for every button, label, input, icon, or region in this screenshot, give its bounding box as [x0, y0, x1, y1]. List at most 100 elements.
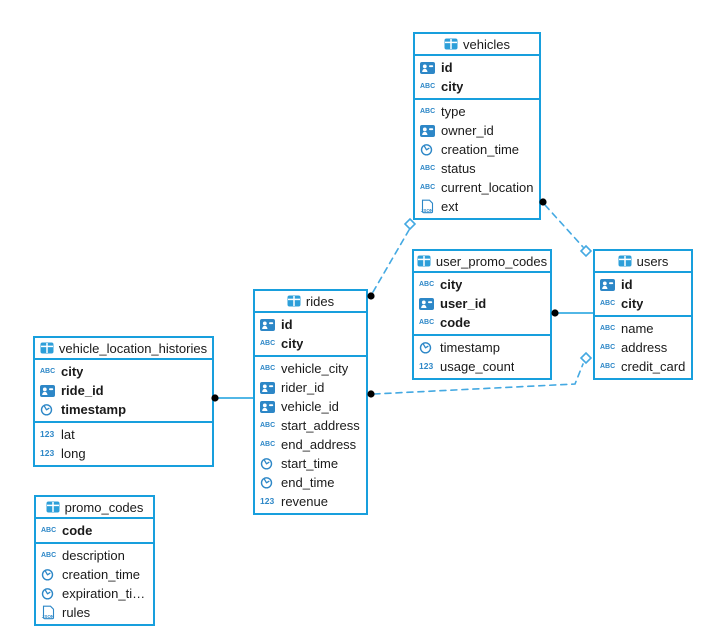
field-row-city: ABC city [414, 275, 550, 294]
text-icon: ABC [260, 441, 276, 448]
field-name: id [621, 277, 633, 292]
table-title: promo_codes [64, 499, 144, 515]
table-header[interactable]: user_promo_codes [414, 251, 550, 273]
field-row-credit_card: ABC credit_card [595, 357, 691, 376]
field-name: city [61, 364, 84, 379]
table-header[interactable]: vehicles [415, 34, 539, 56]
table-title: vehicles [463, 36, 510, 52]
field-row-user_id: user_id [414, 294, 550, 313]
id-badge-icon [40, 384, 57, 397]
field-name: code [62, 523, 93, 538]
field-name: end_address [281, 437, 357, 452]
table-icon [444, 38, 458, 50]
text-icon: ABC [420, 184, 436, 191]
table-icon [46, 501, 60, 513]
text-icon: ABC [600, 363, 616, 370]
text-icon: ABC [420, 108, 436, 115]
field-name: city [441, 79, 464, 94]
text-icon: ABC [420, 83, 436, 90]
id-badge-icon [420, 124, 437, 137]
field-name: start_time [281, 456, 339, 471]
svg-text:JSON: JSON [42, 614, 55, 619]
field-row-id: id [415, 58, 539, 77]
svg-text:JSON: JSON [421, 208, 434, 213]
table-title: rides [305, 293, 335, 309]
field-name: description [62, 548, 125, 563]
text-icon: ABC [419, 319, 435, 326]
table-header[interactable]: promo_codes [36, 497, 153, 519]
field-row-creation_time: creation_time [415, 140, 539, 159]
json-icon: JSON [420, 199, 437, 214]
field-name: user_id [440, 296, 487, 311]
clock-icon [419, 341, 436, 354]
field-name: start_address [281, 418, 360, 433]
text-icon: ABC [260, 365, 276, 372]
table-icon [287, 295, 301, 307]
field-name: id [441, 60, 453, 75]
field-row-city: ABC city [255, 334, 366, 353]
field-row-owner_id: owner_id [415, 121, 539, 140]
field-name: city [440, 277, 463, 292]
field-row-vehicle_city: ABC vehicle_city [255, 359, 366, 378]
relationship-vehicle_location_histories-to-rides [211, 394, 253, 402]
field-name: credit_card [621, 359, 686, 374]
field-name: vehicle_id [281, 399, 339, 414]
field-name: city [281, 336, 304, 351]
table-title: vehicle_location_histories [58, 340, 208, 356]
field-name: creation_time [441, 142, 520, 157]
field-row-start_time: start_time [255, 454, 366, 473]
number-icon: 123 [40, 429, 55, 440]
connection-dot [367, 390, 375, 398]
json-icon: JSON [41, 605, 58, 620]
table-icon [417, 255, 431, 267]
field-name: rider_id [281, 380, 325, 395]
text-icon: ABC [41, 527, 57, 534]
foreign-key-diamond-marker [579, 244, 593, 258]
table-header[interactable]: rides [255, 291, 366, 313]
id-badge-icon [260, 400, 277, 413]
text-icon: ABC [419, 281, 435, 288]
table-header[interactable]: users [595, 251, 691, 273]
field-row-end_time: end_time [255, 473, 366, 492]
text-icon: ABC [260, 340, 276, 347]
field-name: city [621, 296, 644, 311]
field-name: creation_time [62, 567, 141, 582]
clock-icon [420, 143, 437, 156]
field-name: usage_count [440, 359, 515, 374]
table-title: user_promo_codes [435, 253, 548, 269]
number-icon: 123 [40, 448, 55, 459]
table-header[interactable]: vehicle_location_histories [35, 338, 212, 360]
field-row-id: id [595, 275, 691, 294]
field-name: ride_id [61, 383, 104, 398]
field-name: vehicle_city [281, 361, 349, 376]
field-name: name [621, 321, 654, 336]
field-row-vehicle_id: vehicle_id [255, 397, 366, 416]
field-name: type [441, 104, 466, 119]
field-name: end_time [281, 475, 335, 490]
text-icon: ABC [41, 552, 57, 559]
